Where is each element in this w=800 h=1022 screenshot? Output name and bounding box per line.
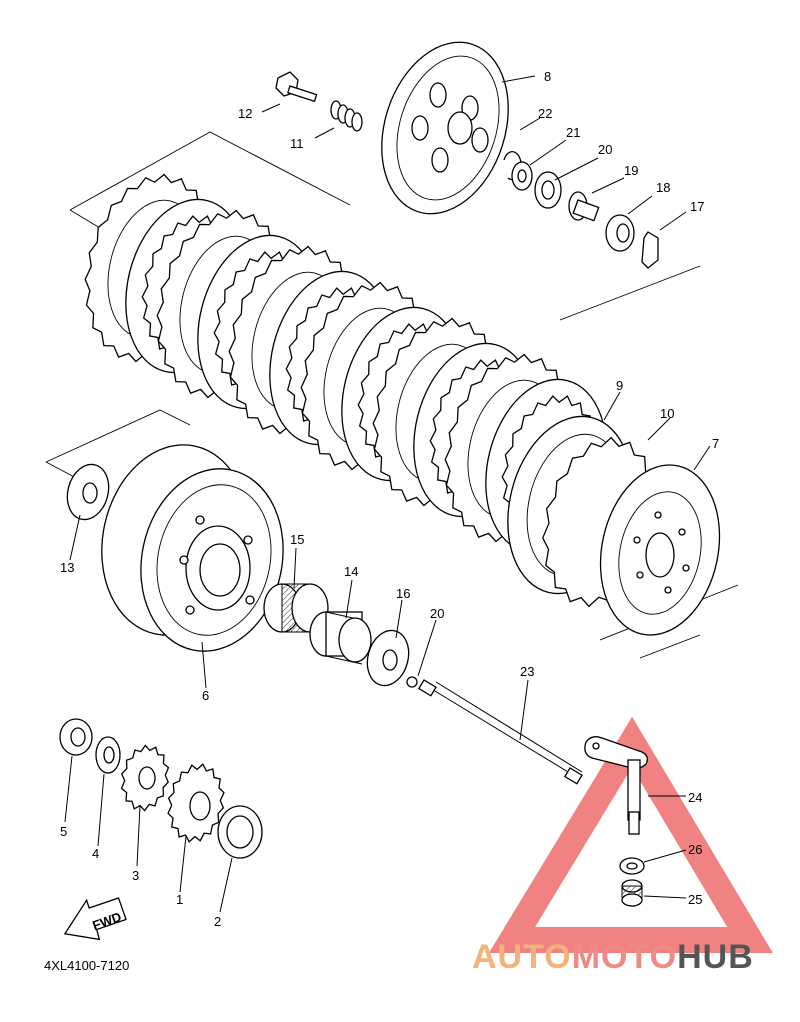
callout-25: 25 <box>688 892 702 907</box>
clutch-spring <box>330 100 363 132</box>
nut <box>59 718 93 756</box>
callout-18: 18 <box>656 180 670 195</box>
callout-12: 12 <box>238 106 252 121</box>
push-lever <box>584 736 648 835</box>
drive-gear-3 <box>120 744 170 812</box>
callout-20b: 20 <box>430 606 444 621</box>
ball <box>406 676 418 688</box>
bushing <box>217 805 263 859</box>
callout-24: 24 <box>688 790 702 805</box>
drive-gear-1 <box>167 763 225 843</box>
callout-19: 19 <box>624 163 638 178</box>
oil-seal <box>619 857 645 875</box>
watermark-logo: AUTOMOTOHUB <box>472 938 754 976</box>
callout-9: 9 <box>616 378 623 393</box>
svg-text:AUTOMOTOHUB: AUTOMOTOHUB <box>472 938 754 976</box>
callout-2: 2 <box>214 914 221 929</box>
callout-13: 13 <box>60 560 74 575</box>
watermark-part1: AUTO <box>472 938 572 976</box>
callout-7: 7 <box>712 436 719 451</box>
plates-frame <box>69 131 701 321</box>
callout-3: 3 <box>132 868 139 883</box>
callout-10: 10 <box>660 406 674 421</box>
callout-11: 11 <box>290 136 304 151</box>
clutch-housing <box>101 444 284 652</box>
callout-8: 8 <box>544 69 551 84</box>
watermark-part2: MOTO <box>572 938 677 976</box>
callout-6: 6 <box>202 688 209 703</box>
clutch-plate-stack <box>84 173 607 554</box>
pressure-plate <box>381 41 509 215</box>
callout-26: 26 <box>688 842 702 857</box>
callout-23: 23 <box>520 664 534 679</box>
collar <box>309 611 372 665</box>
callout-16: 16 <box>396 586 410 601</box>
fwd-arrow-icon: FWD <box>63 897 127 941</box>
watermark-triangle <box>488 716 773 953</box>
callout-21: 21 <box>566 125 580 140</box>
needle-bearing-25 <box>621 879 643 907</box>
clutch-boss <box>599 464 721 636</box>
lock-washer <box>95 736 121 774</box>
watermark-part3: HUB <box>677 938 754 976</box>
diagram-code: 4XL4100-7120 <box>44 958 129 973</box>
release-bearing-parts <box>503 151 659 269</box>
callout-20: 20 <box>598 142 612 157</box>
thrust-washer <box>66 463 110 521</box>
callout-17: 17 <box>690 199 704 214</box>
callout-22: 22 <box>538 106 552 121</box>
bolt <box>275 71 318 103</box>
leader-lines <box>64 75 711 913</box>
push-rod <box>417 679 583 785</box>
callout-5: 5 <box>60 824 67 839</box>
callout-1: 1 <box>176 892 183 907</box>
callout-14: 14 <box>344 564 358 579</box>
washer-16 <box>366 629 410 687</box>
callout-4: 4 <box>92 846 99 861</box>
callout-labels: 1 2 3 4 5 6 7 8 9 10 11 12 13 14 15 16 1… <box>60 69 719 929</box>
callout-15: 15 <box>290 532 304 547</box>
